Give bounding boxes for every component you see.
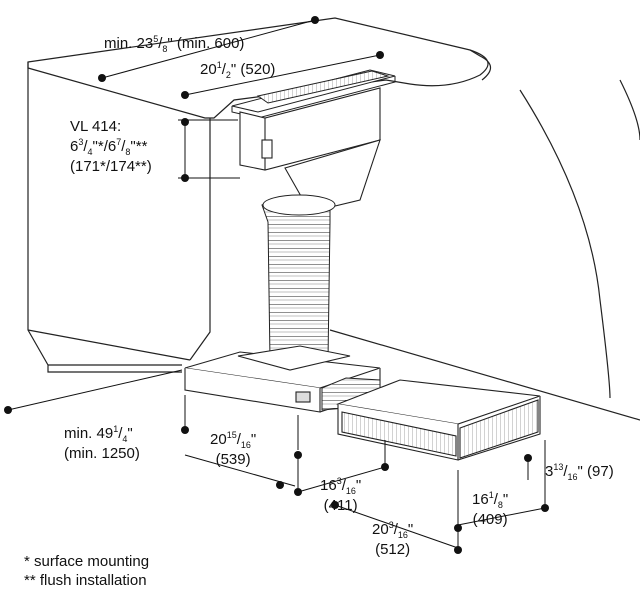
vl414-imperial: 63/4"*/67/8"**: [70, 136, 148, 157]
box-width-metric: (539): [215, 451, 251, 469]
duct-depth-label: 163/16" (411): [320, 476, 361, 516]
unit-width-label: 201/2" (520): [200, 60, 276, 80]
vl414-title: VL 414:: [70, 118, 122, 135]
vl414-metric: (171*/174**): [70, 158, 152, 175]
filter-width-label: 203/16" (512): [372, 520, 413, 560]
vl414-label: VL 414: 63/4"*/67/8"** (171*/174**): [70, 118, 152, 177]
box-width-imperial: 2015/16": [210, 430, 257, 450]
legend-flush-installation: ** flush installation: [24, 572, 147, 589]
min-depth-metric: (min. 1250): [64, 445, 140, 463]
dimension-lines: [7, 19, 546, 550]
legend-surface-mounting: * surface mounting: [24, 553, 150, 570]
filter-width-imperial: 203/16": [372, 520, 414, 540]
filter-height-label: 313/16" (97): [545, 462, 614, 482]
duct-depth-imperial: 163/16": [320, 476, 362, 496]
filter-depth-metric: (409): [472, 511, 508, 529]
dimension-dots: [4, 16, 549, 554]
min-depth-imperial: min. 491/4": [64, 424, 133, 444]
filter-depth-label: 161/8" (409): [472, 490, 508, 530]
filter-width-metric: (512): [375, 541, 411, 559]
box-width-label: 2015/16" (539): [210, 430, 256, 470]
cooktop-vent: [231, 69, 396, 119]
filter-box: [335, 379, 541, 461]
filter-depth-imperial: 161/8": [472, 490, 509, 510]
flexible-hose: [261, 194, 336, 361]
countertop-depth-label: min. 235/8" (min. 600): [104, 34, 245, 54]
duct-depth-metric: (411): [323, 497, 358, 515]
min-depth-label: min. 491/4" (min. 1250): [64, 424, 140, 464]
